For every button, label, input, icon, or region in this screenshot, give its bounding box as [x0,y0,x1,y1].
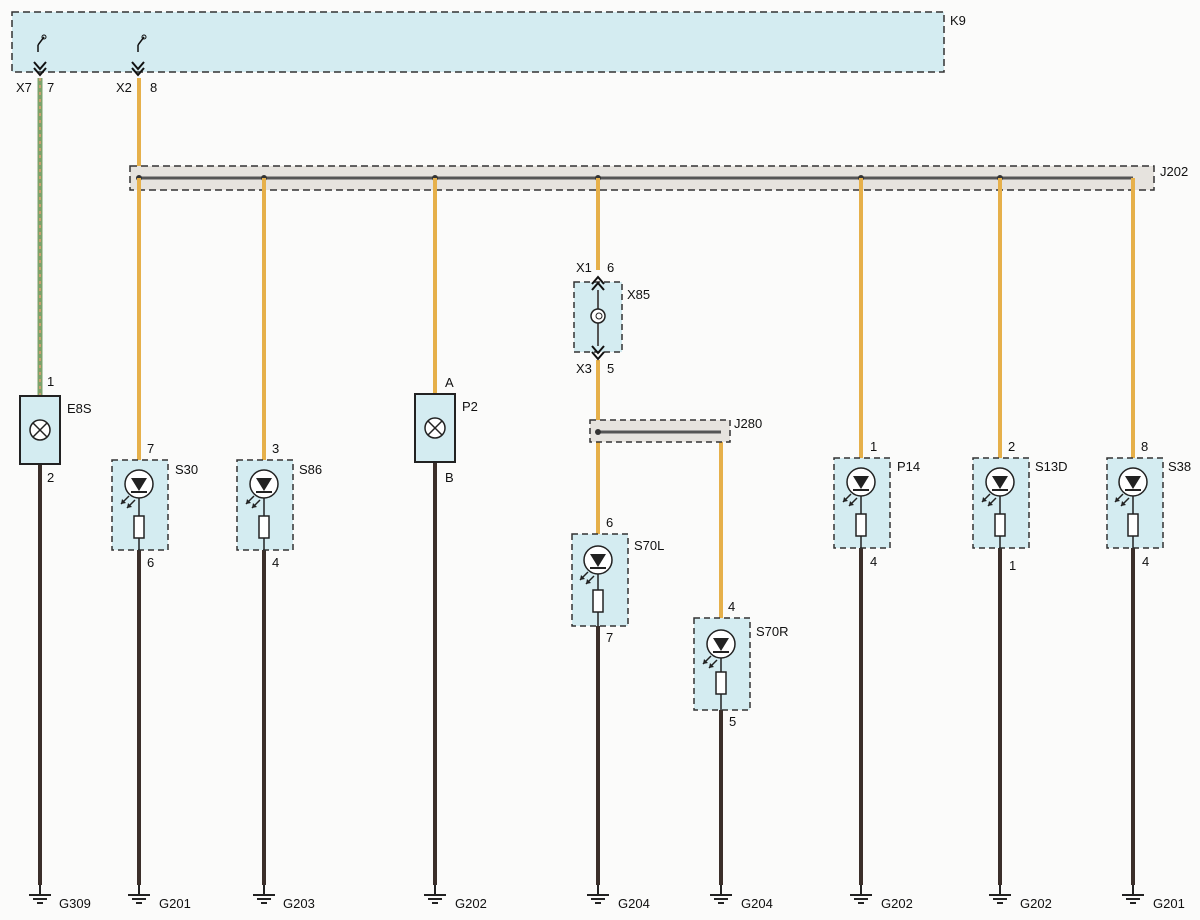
ground-label-s70l: G204 [618,896,650,911]
connector-x85-coil-icon [590,308,606,324]
ground-label-s38: G201 [1153,896,1185,911]
component-p2-pin-bottom: B [445,470,454,485]
component-s86-pin-bottom: 4 [272,555,279,570]
module-k9-box [11,11,945,73]
component-s38-label: S38 [1168,459,1191,474]
component-e8s-label: E8S [67,401,92,416]
module-k9-label: K9 [950,13,966,28]
component-p14-pin-top: 1 [870,439,877,454]
connector-x3-pin: 5 [607,361,614,376]
connector-x2-label: X2 [116,80,132,95]
component-s70l-pin-top: 6 [606,515,613,530]
component-e8s [19,395,61,465]
component-s86 [236,459,294,551]
connector-x85-label: X85 [627,287,650,302]
component-p14-pin-bottom: 4 [870,554,877,569]
feed-wires [137,178,1135,620]
connector-x7-label: X7 [16,80,32,95]
component-p14-label: P14 [897,459,920,474]
component-s86-pin-top: 3 [272,441,279,456]
p14-resistor-icon [855,513,867,537]
ground-label-s13d: G202 [1020,896,1052,911]
component-s70r-pin-bottom: 5 [729,714,736,729]
connector-x1-pin: 6 [607,260,614,275]
connector-x1-label: X1 [576,260,592,275]
ground-label-s86: G203 [283,896,315,911]
ground-g309-icon [28,884,52,904]
component-s30-pin-top: 7 [147,441,154,456]
splice-j280-label: J280 [734,416,762,431]
ground-g201-s38-icon [1121,884,1145,904]
component-s38-pin-bottom: 4 [1142,554,1149,569]
ground-label-p2: G202 [455,896,487,911]
component-s30-label: S30 [175,462,198,477]
connector-x3-label: X3 [576,361,592,376]
component-s70l-label: S70L [634,538,664,553]
s70r-resistor-icon [715,671,727,695]
connector-x2-pin: 8 [150,80,157,95]
component-p2 [414,393,456,463]
component-s38-pin-top: 8 [1141,439,1148,454]
module-k9-switch-1-icon [37,34,47,52]
ground-g204-s70r-icon [709,884,733,904]
ground-g201-s30-icon [127,884,151,904]
ground-label-s30: G201 [159,896,191,911]
component-s70l-pin-bottom: 7 [606,630,613,645]
component-s13d-pin-bottom: 1 [1009,558,1016,573]
splice-j202-label: J202 [1160,164,1188,179]
component-p2-pin-top: A [445,375,454,390]
s86-resistor-icon [258,515,270,539]
component-s70l [571,533,629,627]
s13d-resistor-icon [994,513,1006,537]
ground-g202-p14-icon [849,884,873,904]
component-s86-label: S86 [299,462,322,477]
component-p14 [833,457,891,549]
ground-label-s70r: G204 [741,896,773,911]
ground-label-p14: G202 [881,896,913,911]
ground-g203-icon [252,884,276,904]
component-e8s-pin-top: 1 [47,374,54,389]
s30-resistor-icon [133,515,145,539]
component-s38 [1106,457,1164,549]
ground-label-e8s: G309 [59,896,91,911]
component-s70r-label: S70R [756,624,789,639]
s70l-resistor-icon [592,589,604,613]
component-s30 [111,459,169,551]
ground-g202-s13d-icon [988,884,1012,904]
component-s70r-pin-top: 4 [728,599,735,614]
component-s30-pin-bottom: 6 [147,555,154,570]
connector-x7-pin: 7 [47,80,54,95]
splice-j280-node [595,429,601,435]
component-s13d [972,457,1030,549]
module-k9-switch-2-icon [137,34,147,52]
component-s70r [693,617,751,711]
ground-wires [38,462,1135,885]
s38-resistor-icon [1127,513,1139,537]
ground-g204-s70l-icon [586,884,610,904]
component-p2-label: P2 [462,399,478,414]
component-e8s-pin-bottom: 2 [47,470,54,485]
ground-g202-p2-icon [423,884,447,904]
connector-x85-coil-inner [595,312,603,320]
component-s13d-label: S13D [1035,459,1068,474]
component-s13d-pin-top: 2 [1008,439,1015,454]
